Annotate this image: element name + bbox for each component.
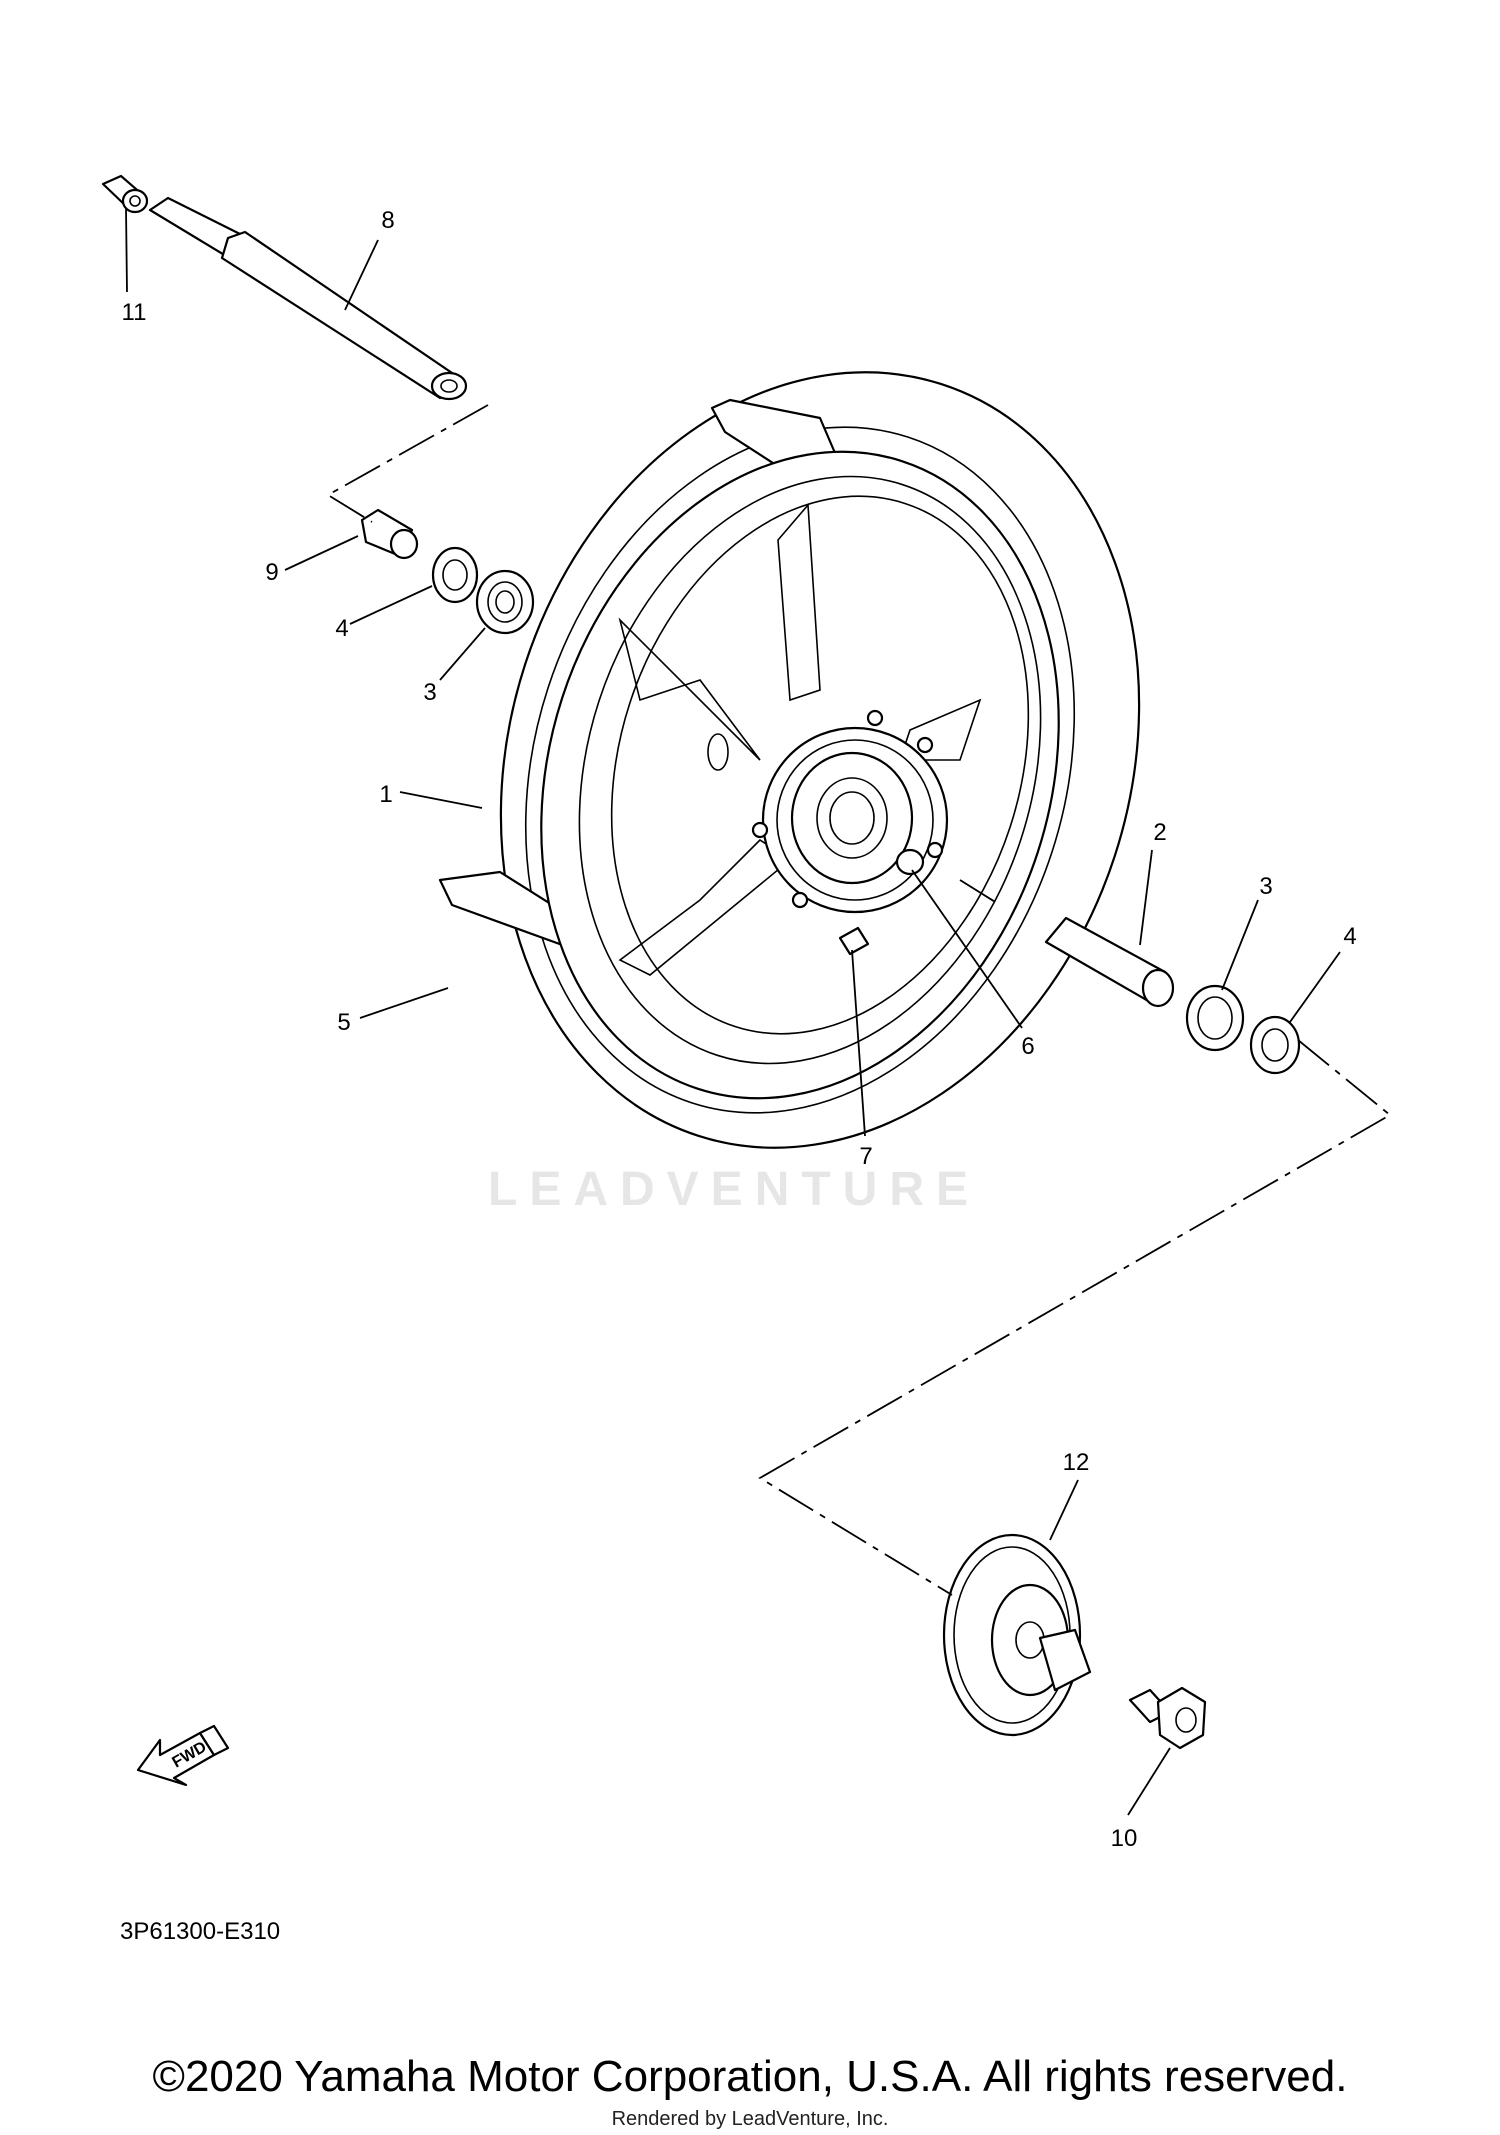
part-10-bolt (1128, 1686, 1207, 1750)
part-7-balance-weight (838, 926, 870, 956)
callout-11: 11 (122, 299, 147, 326)
part-8-axle (148, 196, 468, 401)
callout-5: 5 (337, 1009, 350, 1036)
callout-4-left: 4 (335, 615, 348, 642)
part-2-collar (1044, 916, 1175, 1008)
callout-8: 8 (381, 207, 394, 234)
part-9-spacer (360, 508, 419, 560)
callout-3-left: 3 (423, 679, 436, 706)
callout-4-right: 4 (1343, 923, 1356, 950)
diagram-code: 3P61300-E310 (120, 1918, 281, 1945)
fwd-arrow-icon: FWD (136, 1724, 230, 1787)
part-11-collar (101, 174, 149, 214)
callout-6: 6 (1021, 1033, 1034, 1060)
leader-lines (125, 207, 1341, 1816)
part-3-bearing-left (475, 569, 535, 635)
callout-12: 12 (1063, 1449, 1090, 1476)
callout-7: 7 (859, 1143, 872, 1170)
callout-9: 9 (265, 559, 278, 586)
copyright-text: ©2020 Yamaha Motor Corporation, U.S.A. A… (152, 2052, 1348, 2101)
callout-labels: 11 8 9 4 3 1 5 6 7 2 3 4 12 10 (122, 207, 1357, 1852)
callout-3-right: 3 (1259, 873, 1272, 900)
part-4-oil-seal-left (431, 546, 479, 604)
callout-10: 10 (1111, 1825, 1138, 1852)
watermark-text: LEADVENTURE (488, 1163, 981, 1216)
part-4-oil-seal-right (1249, 1015, 1301, 1075)
part-3-bearing-right (1185, 984, 1245, 1052)
callout-2: 2 (1153, 819, 1166, 846)
assembly-lines (326, 404, 1392, 1596)
rendered-by-text: Rendered by LeadVenture, Inc. (611, 2108, 889, 2130)
part-12-sensor-rotor (942, 1533, 1092, 1737)
callout-1: 1 (379, 781, 392, 808)
part-6-valve (895, 848, 925, 876)
